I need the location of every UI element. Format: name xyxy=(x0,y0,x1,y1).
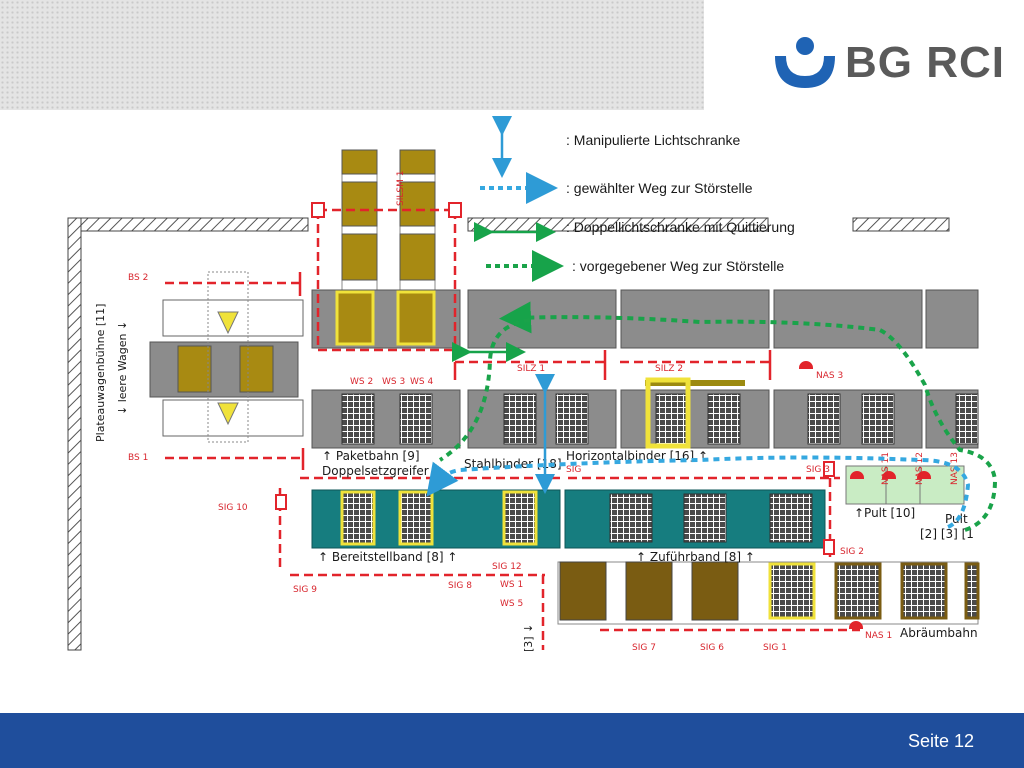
nas12-label: NAS 12 xyxy=(915,452,925,485)
given-path-branch xyxy=(438,318,531,462)
chosen-path-route xyxy=(426,455,971,529)
paketbahn-conveyor xyxy=(311,377,979,449)
abraeumbahn-label: Abräumbahn xyxy=(900,626,978,640)
ws3-label: WS 3 xyxy=(382,377,405,387)
abraeumbahn-conveyor xyxy=(557,561,980,625)
legend-chosen-path-text: : gewählter Weg zur Störstelle xyxy=(566,180,753,196)
doppelsetzgreifer-label: Doppelsetzgreifer xyxy=(322,464,429,478)
zufuehrband-label: ↑ Zuführband [8] ↑ xyxy=(636,550,755,564)
ws2-label: WS 2 xyxy=(350,377,373,387)
sig3-label: SIG 3 xyxy=(806,465,830,475)
footer-bar: Seite 12 xyxy=(0,713,1024,768)
nas3-label: NAS 3 xyxy=(816,371,843,381)
ws5-label: WS 5 xyxy=(500,599,523,609)
silz2-label: SILZ 2 xyxy=(655,364,683,374)
sig-small-label: SIG xyxy=(566,465,581,475)
bracket3-label: [3] ↓ xyxy=(522,624,535,652)
bs2-label: BS 2 xyxy=(128,273,148,283)
legend-manipulated-text: : Manipulierte Lichtschranke xyxy=(566,132,741,148)
pult10-label: ↑Pult [10] xyxy=(854,506,915,520)
vertical-conveyors: SILSM 1 xyxy=(341,149,436,341)
page-number: Seite 12 xyxy=(907,731,974,751)
bereitstellband-label: ↑ Bereitstellband [8] ↑ xyxy=(318,550,457,564)
bs1-label: BS 1 xyxy=(128,453,148,463)
paketbahn-label: ↑ Paketbahn [9] xyxy=(322,449,420,463)
sig8-label: SIG 8 xyxy=(448,581,472,591)
sig2-label: SIG 2 xyxy=(840,547,864,557)
pult-box xyxy=(845,465,965,505)
given-path-route xyxy=(499,301,998,532)
sig6-label: SIG 6 xyxy=(700,643,724,653)
stahlbinder-label: Stahlbinder [18] xyxy=(464,457,562,471)
sig9-label: SIG 9 xyxy=(293,585,317,595)
plant-layout-diagram: SILSM 1 xyxy=(67,116,998,653)
silz1-label: SILZ 1 xyxy=(517,364,545,374)
legend-given-path-text: : vorgegebener Weg zur Störstelle xyxy=(572,258,784,274)
nas11-label: NAS 11 xyxy=(881,452,891,485)
silsm-label: SILSM 1 xyxy=(396,171,406,206)
bg-rci-logo-icon xyxy=(775,37,835,88)
building-walls xyxy=(67,217,950,651)
legend-double-barrier-text: : Doppellichtschranke mit Quittierung xyxy=(566,219,795,235)
sig7-label: SIG 7 xyxy=(632,643,656,653)
sig1-label: SIG 1 xyxy=(763,643,787,653)
legend: : Manipulierte Lichtschranke : gewählter… xyxy=(474,116,795,282)
pult-numbers-label: [2] [3] [1 xyxy=(920,527,974,541)
brand-name: BG RCI xyxy=(845,38,1005,87)
ws4-label: WS 4 xyxy=(410,377,433,387)
safety-fence-solid xyxy=(298,272,772,470)
overlay-arrows xyxy=(452,342,555,494)
plateau-label: Plateauwagenbühne [11] xyxy=(94,304,107,442)
barrier-markers xyxy=(275,202,932,629)
teal-conveyors xyxy=(311,489,826,549)
header-pattern-band xyxy=(0,0,704,110)
ws1-label: WS 1 xyxy=(500,580,523,590)
upper-conveyor xyxy=(311,289,979,349)
sig10-label: SIG 10 xyxy=(218,503,248,513)
nas1-label: NAS 1 xyxy=(865,631,892,641)
sig12-label: SIG 12 xyxy=(492,562,522,572)
plateau-wagon-area xyxy=(149,271,304,443)
leere-wagen-label: ↓ leere Wagen ↓ xyxy=(116,321,129,415)
